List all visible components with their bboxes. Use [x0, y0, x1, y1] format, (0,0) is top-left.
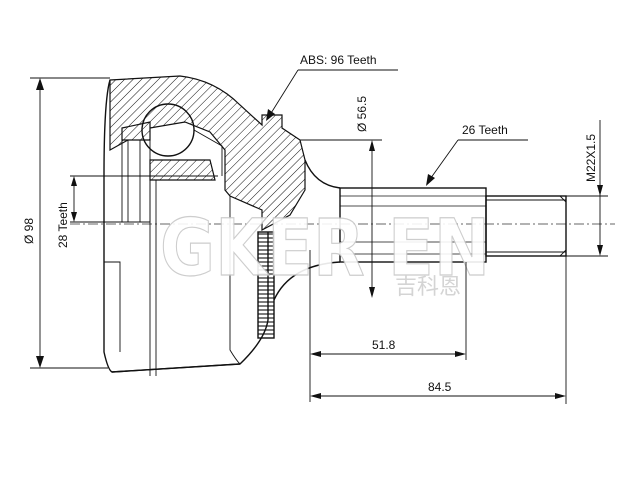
arrow-565-up	[369, 140, 375, 151]
housing-top-section	[109, 75, 306, 232]
stem-neck-lower	[273, 261, 341, 301]
dim-spline-teeth: 26 Teeth	[426, 123, 528, 186]
housing-outer-contour	[103, 79, 269, 373]
dim-total-length: 84.5	[310, 256, 567, 404]
arrow-thread-down	[597, 245, 603, 256]
arrow-28-down	[71, 212, 77, 222]
label-total-length: 84.5	[428, 380, 452, 394]
watermark-chinese: 吉科恩	[395, 275, 461, 300]
arrow-565-down	[369, 287, 375, 298]
cage-hatch-lower	[149, 159, 216, 181]
housing-step	[104, 261, 121, 352]
label-stem-length: 51.8	[372, 338, 396, 352]
spline-lines	[340, 195, 486, 255]
ball-groove	[193, 129, 223, 176]
spline-arrow	[426, 174, 435, 186]
thread-tip-2	[559, 249, 567, 257]
watermark-brand: GKER EN	[160, 204, 490, 294]
label-inner-diameter: Ø 56.5	[355, 96, 369, 132]
stem-neck-upper	[304, 159, 341, 189]
abs-arrow	[266, 109, 275, 121]
dim-abs-teeth: ABS: 96 Teeth	[266, 53, 398, 121]
abs-ring-teeth	[258, 233, 274, 335]
label-abs-teeth: ABS: 96 Teeth	[300, 53, 377, 67]
thread-tip	[559, 195, 567, 203]
housing-lower-edge	[111, 363, 241, 373]
abs-leader	[267, 69, 299, 119]
arrow-845-right	[555, 393, 566, 399]
abs-ring-body	[257, 231, 275, 339]
label-inner-teeth: 28 Teeth	[56, 202, 70, 248]
dim-inner-diameter: Ø 56.5	[300, 96, 382, 298]
arrow-845-left	[310, 393, 321, 399]
inner-race	[121, 139, 151, 223]
label-outer-diameter: Ø 98	[22, 218, 36, 244]
dim-stem-length: 51.8	[309, 250, 467, 402]
dim-inner-teeth: 28 Teeth	[56, 175, 150, 248]
stem	[273, 159, 567, 301]
arrow-28-up	[71, 176, 77, 186]
watermark: GKER EN 吉科恩	[159, 203, 490, 300]
bell-housing	[103, 75, 306, 376]
label-spline-teeth: 26 Teeth	[462, 123, 508, 137]
label-thread: M22X1.5	[584, 134, 598, 182]
threaded-end	[485, 195, 567, 257]
arrow-518-left	[310, 351, 321, 357]
dim-outer-diameter: Ø 98	[22, 77, 110, 369]
housing-lip	[229, 196, 241, 365]
arrow-down	[36, 356, 44, 368]
arrow-518-right	[455, 351, 466, 357]
dim-thread: M22X1.5	[566, 120, 608, 257]
arrow-up	[36, 78, 44, 90]
arrow-thread-up	[597, 185, 603, 196]
abs-ring	[257, 231, 275, 339]
spline-leader	[427, 139, 459, 183]
